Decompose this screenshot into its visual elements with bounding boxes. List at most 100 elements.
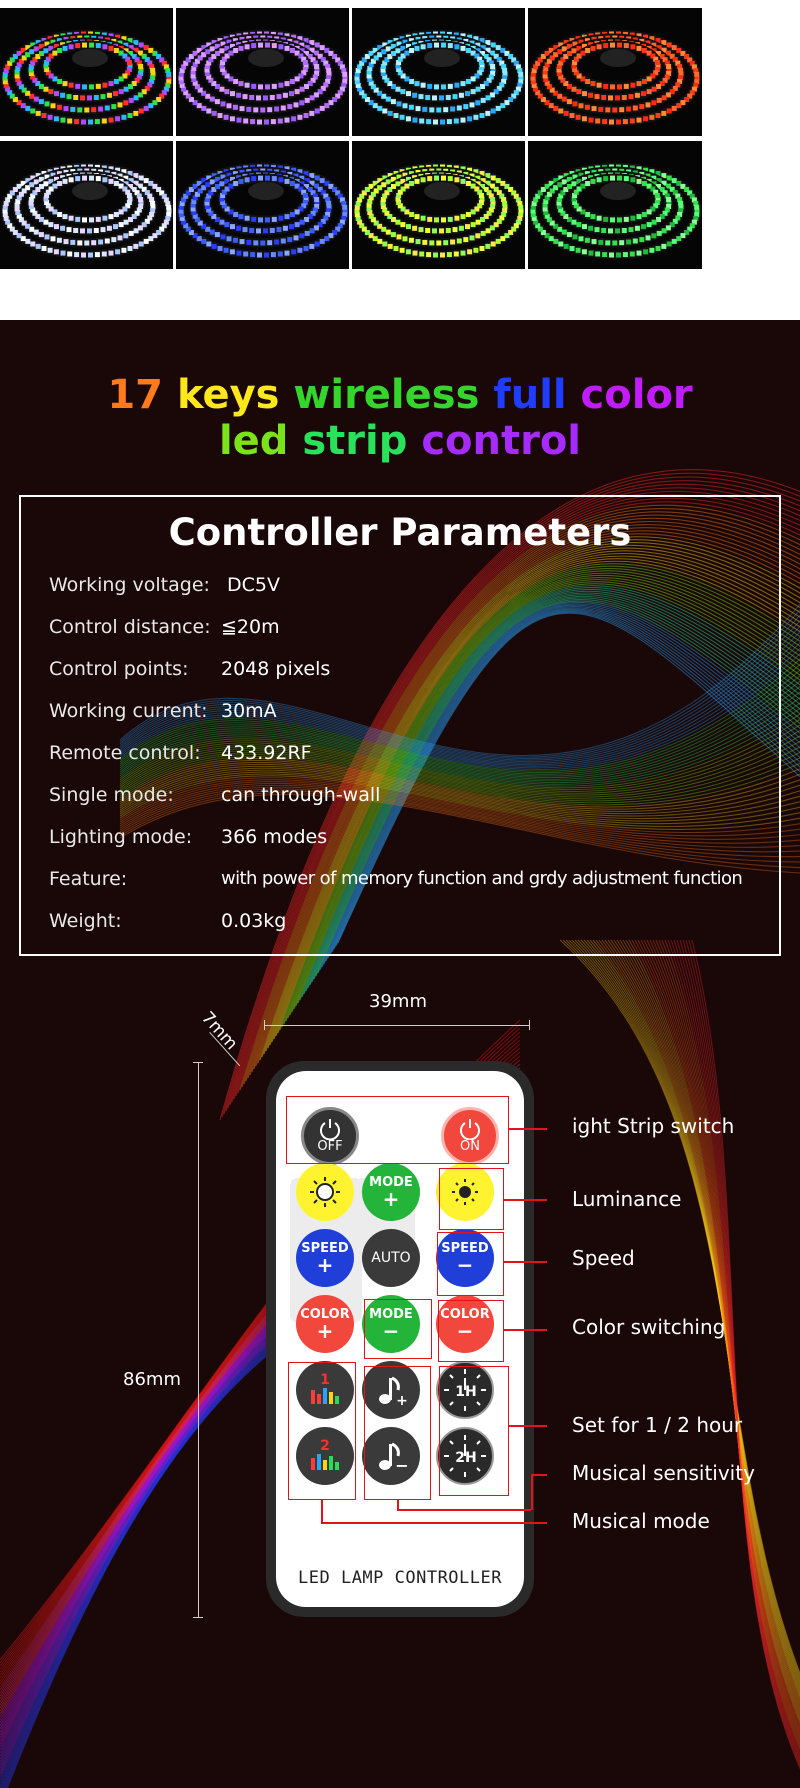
headline-word: color <box>580 372 693 418</box>
headline-word: control <box>421 418 582 464</box>
led-coil-icon <box>0 141 173 269</box>
clock-2h-icon: 2H <box>444 1435 486 1477</box>
headline-word: strip <box>302 418 422 464</box>
mode-plus-button[interactable]: MODE + <box>362 1163 420 1221</box>
parameter-value: can through-wall <box>221 784 381 806</box>
leader-switch <box>509 1128 547 1130</box>
parameter-label: Feature: <box>49 868 128 890</box>
callout-luminance: Luminance <box>572 1187 682 1211</box>
on-button[interactable]: ON <box>441 1107 499 1165</box>
speed-minus-button[interactable]: SPEED − <box>436 1229 494 1287</box>
callout-box-luminance <box>439 1168 504 1230</box>
callout-box-mode-minus <box>364 1299 432 1359</box>
height-dimension-label: 86mm <box>123 1369 181 1390</box>
callout-speed: Speed <box>572 1246 635 1270</box>
music-mode-2-button[interactable]: 2 <box>296 1427 354 1485</box>
headline-word: full <box>493 372 581 418</box>
led-strip-photo-red <box>528 8 702 136</box>
timer-2h-label: 2H <box>455 1450 476 1466</box>
callout-color: Color switching <box>572 1315 726 1339</box>
leader-color <box>504 1329 547 1331</box>
parameter-value: 0.03kg <box>221 910 287 932</box>
width-dimension-label: 39mm <box>369 991 427 1012</box>
parameter-label: Working voltage: <box>49 574 210 596</box>
parameter-label: Control distance: <box>49 616 211 638</box>
parameter-label: Working current: <box>49 700 208 722</box>
music-mode-1-button[interactable]: 1 <box>296 1361 354 1419</box>
led-coil-icon <box>176 8 349 136</box>
auto-button[interactable]: AUTO <box>362 1229 420 1287</box>
parameter-value: with power of memory function and grdy a… <box>221 868 743 889</box>
parameter-label: Control points: <box>49 658 189 680</box>
plus-sign: + <box>382 1187 400 1211</box>
timer-2h-button[interactable]: 2H <box>436 1427 494 1485</box>
parameter-value: 2048 pixels <box>221 658 331 680</box>
led-strip-photo-purple <box>176 8 349 136</box>
led-strip-photo-yellow <box>352 141 525 269</box>
callout-box-timer <box>439 1366 509 1496</box>
mode-minus-label: MODE <box>369 1307 413 1322</box>
remote-controller: OFF ON MODE + <box>266 1061 534 1617</box>
controller-parameters-box: Controller Parameters Working voltage: DC… <box>19 495 781 956</box>
music-sensitivity-minus-button[interactable]: − <box>362 1427 420 1485</box>
led-strip-photo-grid <box>0 0 800 320</box>
leader-speed <box>504 1261 547 1263</box>
headline-line-1: 17 keys wireless full color <box>0 372 800 418</box>
speed-plus-label: SPEED <box>301 1241 349 1256</box>
led-strip-photo-blue <box>176 141 349 269</box>
led-coil-icon <box>352 141 525 269</box>
off-button[interactable]: OFF <box>301 1107 359 1165</box>
parameter-label: Single mode: <box>49 784 174 806</box>
headline-word: 17 <box>107 372 177 418</box>
leader-mode-h <box>321 1522 547 1524</box>
parameter-value: 30mA <box>221 700 277 722</box>
remote-label: LED LAMP CONTROLLER <box>298 1568 502 1588</box>
parameter-value: DC5V <box>227 574 280 596</box>
parameters-heading: Controller Parameters <box>168 511 632 554</box>
height-tick-bottom <box>193 1617 203 1618</box>
music-note-plus-icon: + <box>379 1376 408 1408</box>
leader-sensitivity-v <box>397 1500 399 1510</box>
parameter-value: ≦20m <box>221 616 280 638</box>
mode-plus-label: MODE <box>369 1175 413 1190</box>
color-minus-button[interactable]: COLOR − <box>436 1295 494 1353</box>
auto-label: AUTO <box>371 1250 411 1266</box>
led-strip-photo-green <box>528 141 702 269</box>
decorative-light-waves <box>0 469 800 1788</box>
led-coil-icon <box>352 8 525 136</box>
speed-plus-button[interactable]: SPEED + <box>296 1229 354 1287</box>
parameter-label: Weight: <box>49 910 122 932</box>
leader-luminance <box>504 1199 547 1201</box>
plus-sign: + <box>316 1319 334 1343</box>
led-coil-icon <box>176 141 349 269</box>
sun-large-icon <box>310 1177 340 1207</box>
equalizer-icon: 2 <box>311 1438 339 1470</box>
led-strip-photo-white <box>0 141 173 269</box>
clock-1h-icon: 1H <box>444 1369 486 1411</box>
callout-box-speed <box>437 1232 504 1296</box>
leader-timer <box>509 1425 547 1427</box>
parameter-value: 433.92RF <box>221 742 312 764</box>
svg-text:−: − <box>395 1456 408 1474</box>
mode-minus-button[interactable]: MODE − <box>362 1295 420 1353</box>
brightness-minus-button[interactable] <box>436 1163 494 1221</box>
minus-sign: − <box>456 1253 474 1277</box>
callout-box-music-mode <box>288 1362 356 1500</box>
callout-timer: Set for 1 / 2 hour <box>572 1413 743 1437</box>
timer-1h-label: 1H <box>455 1384 476 1400</box>
equalizer-icon: 1 <box>311 1372 339 1404</box>
callout-box-color <box>438 1300 504 1362</box>
color-plus-label: COLOR <box>300 1307 350 1322</box>
headline: 17 keys wireless full color led strip co… <box>0 372 800 464</box>
brightness-plus-button[interactable] <box>296 1163 354 1221</box>
headline-word: keys <box>176 372 294 418</box>
timer-1h-button[interactable]: 1H <box>436 1361 494 1419</box>
headline-word: led <box>218 418 303 464</box>
on-label: ON <box>460 1139 480 1154</box>
color-plus-button[interactable]: COLOR + <box>296 1295 354 1353</box>
music-sensitivity-plus-button[interactable]: + <box>362 1361 420 1419</box>
svg-text:+: + <box>396 1393 408 1408</box>
headline-line-2: led strip control <box>0 418 800 464</box>
minus-sign: − <box>456 1319 474 1343</box>
led-coil-icon <box>528 8 702 136</box>
